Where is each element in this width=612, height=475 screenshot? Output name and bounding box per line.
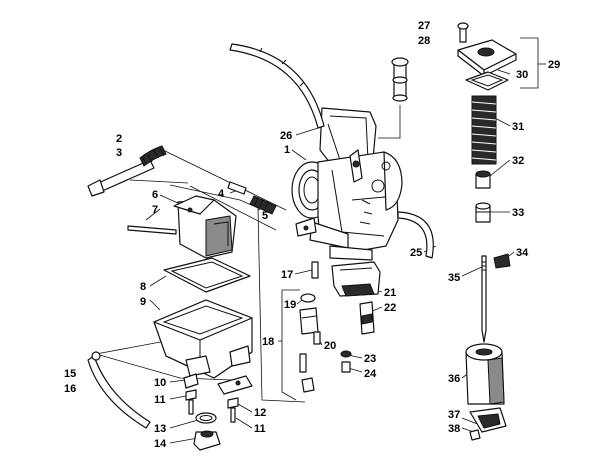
callout-11a: 11	[154, 394, 166, 406]
pilot-air-screw-assembly	[227, 181, 277, 215]
needle-retainer	[475, 170, 491, 189]
callout-27: 27	[418, 20, 430, 32]
callout-20: 20	[324, 340, 336, 352]
callout-31: 31	[512, 121, 524, 133]
callout-23: 23	[364, 353, 376, 365]
callout-18: 18	[262, 336, 274, 348]
callout-21: 21	[384, 287, 396, 299]
callout-1: 1	[284, 144, 290, 156]
callout-17: 17	[281, 269, 293, 281]
callout-38: 38	[448, 423, 460, 435]
callout-3: 3	[116, 147, 122, 159]
slide-plate	[469, 407, 507, 441]
vent-tube	[397, 211, 434, 259]
callout-11b: 11	[254, 423, 266, 435]
throttle-slide	[465, 343, 505, 405]
callout-2: 2	[116, 133, 122, 145]
callout-12: 12	[254, 407, 266, 419]
callout-8: 8	[140, 281, 146, 293]
callout-15: 15	[64, 368, 76, 380]
carburetor-body	[291, 107, 403, 261]
drain-hose	[87, 351, 151, 429]
callout-29: 29	[548, 59, 560, 71]
idle-screw-assembly	[87, 145, 167, 197]
callout-37: 37	[448, 409, 460, 421]
callout-10: 10	[154, 377, 166, 389]
needle-holder	[475, 202, 491, 223]
jet-assembly	[299, 261, 321, 393]
float-bowl-gasket	[163, 257, 251, 293]
needle-clip	[493, 253, 511, 269]
callout-6: 6	[152, 189, 158, 201]
callout-7: 7	[152, 204, 158, 216]
callout-32: 32	[512, 155, 524, 167]
callout-16: 16	[64, 383, 76, 395]
throttle-sensor	[331, 261, 381, 335]
callout-36: 36	[448, 373, 460, 385]
callout-35: 35	[448, 272, 460, 284]
vent-hose	[229, 43, 325, 129]
callout-26: 26	[280, 130, 292, 142]
float-assembly	[127, 195, 237, 259]
callout-labels: 1 2 3 4 5 6 7 8 9 10 11 12 11 13 14 15 1…	[64, 20, 560, 450]
callout-9: 9	[140, 296, 146, 308]
slide-spring	[471, 95, 497, 165]
jet-needle	[481, 255, 487, 343]
callout-28: 28	[418, 35, 430, 47]
adjuster-hardware	[340, 350, 352, 373]
carb-cap	[457, 22, 517, 91]
callout-14: 14	[154, 438, 167, 450]
callout-34: 34	[516, 247, 529, 259]
bowl-hardware	[183, 373, 253, 451]
callout-22: 22	[384, 302, 396, 314]
callout-4: 4	[218, 188, 225, 200]
callout-5: 5	[262, 210, 268, 222]
callout-13: 13	[154, 423, 166, 435]
callout-24: 24	[364, 368, 377, 380]
callout-30: 30	[516, 69, 528, 81]
callout-19: 19	[284, 299, 296, 311]
callout-33: 33	[512, 207, 524, 219]
callout-25: 25	[410, 247, 422, 259]
float-bowl	[153, 299, 253, 379]
top-fitting	[391, 57, 409, 102]
